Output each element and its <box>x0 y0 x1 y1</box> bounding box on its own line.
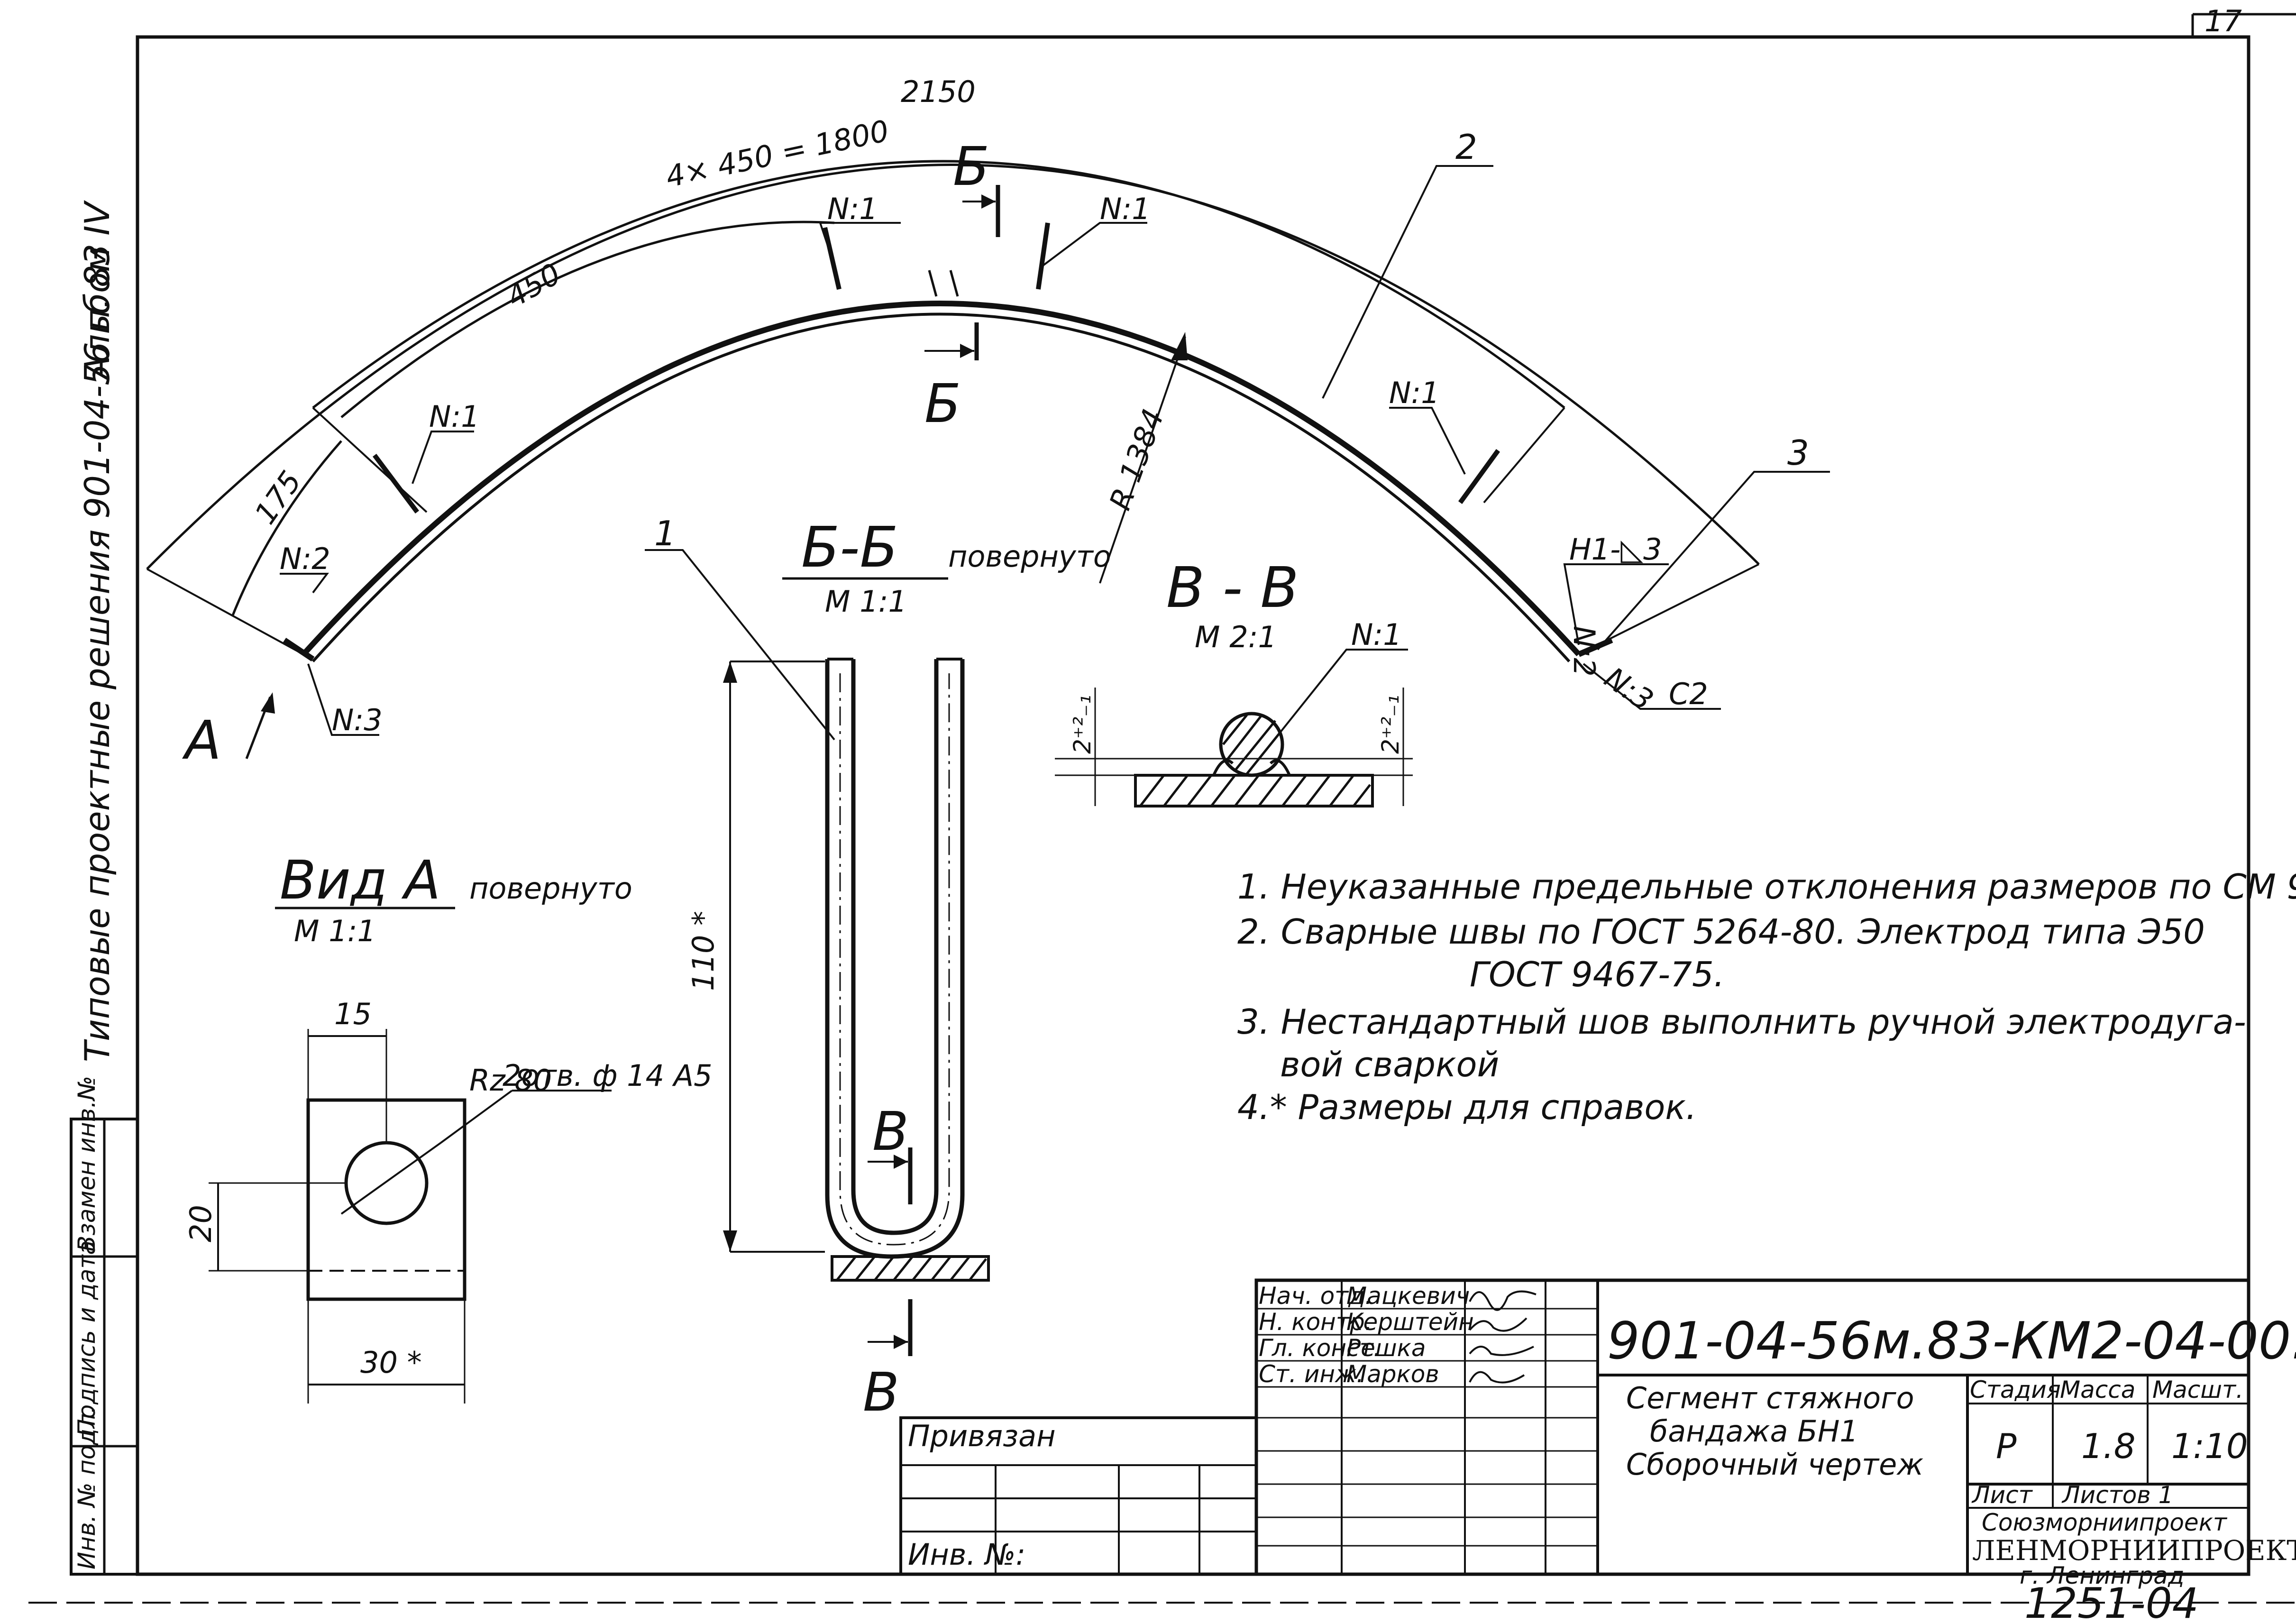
mass-label: Масса <box>2060 1376 2135 1404</box>
role-0: Нач. отд. <box>1259 1282 1372 1310</box>
holes-spec: 2отв. ф 14 А5 <box>503 1058 713 1093</box>
dim-weld-right: 2⁺²₋₁ <box>1377 695 1404 754</box>
section-mark-b-bottom: Б <box>924 373 961 435</box>
note-1: 1. Неуказанные предельные отклонения раз… <box>1237 867 2296 907</box>
drawing-frame: 17 1251-04 <box>28 4 2296 1624</box>
org-name-1: Союзморниипроект <box>1982 1509 2228 1536</box>
part-leader-3: 3 <box>1787 433 1809 473</box>
note-3: 3. Нестандартный шов выполнить ручной эл… <box>1237 1002 2246 1042</box>
scale-value: 1:10 <box>2171 1426 2248 1466</box>
notes: 1. Неуказанные предельные отклонения раз… <box>1237 867 2296 1127</box>
scale-label: Масшт. <box>2152 1376 2243 1404</box>
page-number: 17 <box>2205 4 2242 38</box>
dim-20: 20 <box>183 1205 218 1242</box>
note-2-cont: ГОСТ 9467-75. <box>1470 954 1725 994</box>
bandage-arc-outer <box>301 301 1581 657</box>
weld-label-n1-right: N:1 <box>1389 376 1440 410</box>
note-2: 2. Сварные швы по ГОСТ 5264-80. Электрод… <box>1237 912 2205 952</box>
mass-value: 1.8 <box>2081 1426 2136 1466</box>
weld-label-n3-left: N:3 <box>332 703 383 737</box>
weld-label-n1-top-left: N:1 <box>827 192 878 226</box>
side-margin: Альбом IV Типовые проектные решения 901-… <box>70 200 139 1576</box>
view-a-title: Вид А <box>280 850 440 911</box>
dim-175-label: 175 <box>247 465 308 531</box>
role-2: Гл. конст. <box>1259 1334 1381 1362</box>
weld-label-n1-top-right: N:1 <box>1100 192 1151 226</box>
doc-code: 901-04-56м.83-КМ2-04-00.СБ <box>1607 1312 2296 1371</box>
org-city: г. Ленинград <box>2020 1562 2185 1589</box>
sheet-label: Лист <box>1971 1481 2033 1509</box>
view-a-rotated: повернуто <box>469 871 632 906</box>
dim-arc-450 <box>340 220 835 418</box>
section-bb-rotated: повернуто <box>948 539 1111 574</box>
weld-symbol-top: Н1-◺3 <box>1569 532 1662 567</box>
stage-value: Р <box>1996 1426 2017 1466</box>
weld-label-n1-left: N:1 <box>429 399 480 434</box>
album-label: Альбом IV <box>77 200 117 381</box>
part-leader-1: 1 <box>654 514 676 553</box>
name-2: Решка <box>1346 1334 1426 1362</box>
name-3: Марков <box>1346 1360 1439 1388</box>
dim-2150-label: 2150 <box>901 74 976 109</box>
description-line-3: Сборочный чертеж <box>1626 1447 1923 1482</box>
dim-30: 30 * <box>360 1345 422 1380</box>
dim-arc-1800 <box>312 160 1565 409</box>
weld-symbol-bottom: С2 <box>1669 677 1708 711</box>
section-vv: В - В М 2:1 2⁺²₋₁ 2⁺²₋₁ N:1 <box>1055 555 1413 807</box>
dim-450-label: 450 <box>501 257 567 314</box>
stage-label: Стадия <box>1970 1376 2061 1404</box>
main-arc-view: 2150 4× 450 = 1800 450 175 N:1 N:1 N:1 N… <box>146 74 1830 771</box>
dim-15: 15 <box>334 997 372 1031</box>
dim-arc-175 <box>231 440 342 617</box>
note-3-cont: вой сваркой <box>1280 1045 1499 1084</box>
inv-label: Инв. №: <box>908 1537 1025 1572</box>
dim-110: 110 * <box>686 911 721 991</box>
name-0: Мацкевич <box>1346 1282 1470 1310</box>
view-a-scale: М 1:1 <box>294 914 376 948</box>
roughness-mark: Rz 80 <box>469 1063 552 1098</box>
view-arrow-a: А <box>182 710 221 771</box>
section-mark-b-top: Б <box>953 136 989 198</box>
section-mark-v-bottom: В <box>863 1362 899 1423</box>
signatures <box>1469 1290 1537 1384</box>
name-1: Керштейн <box>1346 1308 1474 1336</box>
section-bb-title: Б-Б <box>801 514 898 580</box>
sheets-label: Листов 1 <box>2061 1481 2173 1509</box>
section-vv-scale: М 2:1 <box>1195 620 1277 654</box>
note-4: 4.* Размеры для справок. <box>1237 1087 1697 1127</box>
description-line-2: бандажа БН1 <box>1650 1414 1858 1449</box>
bottom-code: 1251-04 <box>2024 1579 2199 1624</box>
role-1: Н. контр. <box>1259 1308 1372 1336</box>
margin-box-replace: Взамен инв.№ <box>73 1076 101 1252</box>
radius-label: R 1384 <box>1102 404 1171 514</box>
role-3: Ст. инж. <box>1259 1360 1364 1388</box>
margin-box-inv: Инв. № подл. <box>73 1406 101 1569</box>
section-vv-title: В - В <box>1166 555 1299 620</box>
description-line-1: Сегмент стяжного <box>1626 1381 1914 1415</box>
title-block: Привязан Инв. №: Нач. отд. Н. контр. Гл.… <box>899 1278 2296 1589</box>
weld-label-n2-left: N:2 <box>280 541 330 576</box>
section-vv-weld: N:1 <box>1351 617 1402 652</box>
section-mark-v-top: В <box>872 1101 909 1163</box>
dim-weld-left: 2⁺²₋₁ <box>1069 695 1096 754</box>
bandage-arc-inner <box>311 312 1571 663</box>
dim-1800-label: 4× 450 = 1800 <box>663 113 892 194</box>
weld-label-n2-right: N:2 <box>1567 626 1601 677</box>
dim-arc-2150 <box>146 164 1760 570</box>
attached-label: Привязан <box>908 1419 1056 1453</box>
section-bb-scale: М 1:1 <box>825 584 907 619</box>
part-leader-2: 2 <box>1455 127 1477 167</box>
org-name-2: ЛЕНМОРНИИПРОЕКТ <box>1972 1534 2296 1567</box>
view-a: Вид А повернуто М 1:1 2отв. ф 14 А5 Rz 8… <box>183 850 713 1404</box>
margin-box-sign: Подпись и дата <box>73 1240 101 1437</box>
section-bb: Б-Б повернуто М 1:1 1 110 * В <box>645 514 1111 1423</box>
series-title: Типовые проектные решения 901-04-56 п. 8… <box>77 244 117 1062</box>
